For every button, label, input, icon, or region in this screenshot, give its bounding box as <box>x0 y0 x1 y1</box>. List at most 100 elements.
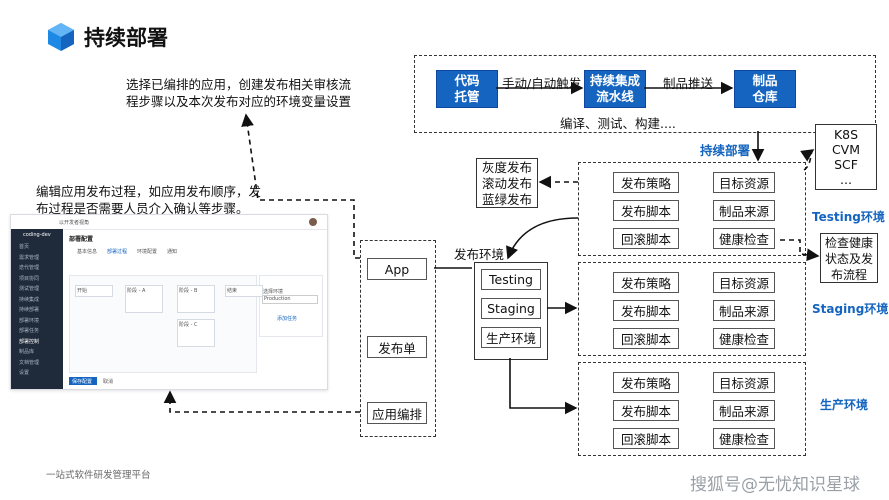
target-scf: SCF <box>834 157 858 172</box>
release-order-node: 发布单 <box>367 336 427 358</box>
screenshot-side-panel <box>259 275 323 337</box>
screenshot-sidebar-item[interactable]: 持续集成 <box>19 296 40 303</box>
artifact-line-1: 制品 <box>752 73 778 88</box>
watermark: 搜狐号@无忧知识星球 <box>690 475 860 495</box>
page-title: 持续部署 <box>84 26 168 50</box>
strategy-rolling: 滚动发布 <box>481 176 532 191</box>
health-line-3: 布流程 <box>830 268 867 282</box>
release-group <box>360 240 436 437</box>
arrow-note-top <box>241 113 360 259</box>
screenshot-sidebar-item[interactable]: 测试管理 <box>19 286 40 292</box>
target-more: ... <box>840 172 852 187</box>
env-title: 发布环境 <box>454 247 505 262</box>
arrow-targets <box>800 149 815 171</box>
app-node: App <box>367 258 427 280</box>
screenshot-tab[interactable]: 部署过程 <box>107 249 128 255</box>
staging-cell-0-0: 发布策略 <box>613 272 679 293</box>
repo-box: 代码托管 <box>436 70 498 108</box>
health-line-2: 状态及发 <box>824 252 873 266</box>
strategy-canary: 灰度发布 <box>481 160 532 175</box>
pipeline-group <box>414 55 876 133</box>
ci-line-2: 流水线 <box>596 89 634 104</box>
screenshot-panel-value: Production <box>264 296 291 302</box>
screenshot-sidebar-item[interactable]: 文档管理 <box>19 359 40 366</box>
screenshot-stage-card[interactable] <box>225 285 263 297</box>
screenshot-stage-label: 开始 <box>77 288 88 294</box>
screenshot-panel-env: 选择环境 <box>263 289 284 295</box>
screenshot-sidebar-item[interactable]: 项目协同 <box>19 275 40 282</box>
testing-group <box>578 162 806 256</box>
screenshot-stage-label: 阶段 - A <box>127 288 146 294</box>
screenshot-sidebar-item[interactable]: 需求管理 <box>19 254 40 261</box>
screenshot-tab[interactable]: 环境配置 <box>137 249 158 255</box>
testing-env-label: Testing环境 <box>812 210 885 224</box>
screenshot-stage-label: 阶段 - B <box>179 288 198 294</box>
screenshot-tab[interactable]: 通知 <box>167 249 178 255</box>
screenshot-stage-card[interactable] <box>177 285 215 313</box>
staging-cell-2-1: 健康检查 <box>713 328 775 349</box>
screenshot-cancel-button[interactable]: 取消 <box>103 379 114 385</box>
arrow-testing <box>506 217 579 260</box>
ci-line-1: 持续集成 <box>589 73 640 88</box>
staging-cell-0-1: 目标资源 <box>713 272 775 293</box>
ci-box: 持续集成流水线 <box>584 70 646 108</box>
targets-box: K8S CVM SCF ... <box>815 124 877 190</box>
cd-label: 持续部署 <box>700 143 751 158</box>
env-production: 生产环境 <box>481 327 541 348</box>
staging-cell-1-0: 发布脚本 <box>613 300 679 321</box>
staging-env-label: Staging环境 <box>812 302 889 316</box>
screenshot-add-task[interactable]: 添加任务 <box>277 316 298 322</box>
testing-cell-0-0: 发布策略 <box>613 172 679 193</box>
screenshot-sidebar-item[interactable]: 持续部署 <box>19 307 40 313</box>
screenshot-stage-label: 阶段 - C <box>179 322 198 328</box>
repo-line-2: 托管 <box>454 89 480 104</box>
strategy-bluegreen: 蓝绿发布 <box>481 192 532 207</box>
note-left-line-1: 编辑应用发布过程，如应用发布顺序，发 <box>36 184 262 199</box>
target-cvm: CVM <box>831 142 861 157</box>
screenshot-project: coding-dev <box>23 232 51 238</box>
testing-cell-1-0: 发布脚本 <box>613 200 679 221</box>
screenshot-panel-select[interactable] <box>262 295 318 304</box>
screenshot-stage-card[interactable] <box>125 285 163 313</box>
staging-group <box>578 262 806 356</box>
screenshot-sidebar-item[interactable]: 部署环境 <box>19 317 40 324</box>
screenshot-sidebar-item[interactable]: 部署任务 <box>19 328 40 334</box>
screenshot-avatar <box>309 218 317 226</box>
screenshot-sidebar-item[interactable]: 设置 <box>19 370 30 376</box>
screenshot-save-button[interactable] <box>69 377 97 385</box>
production-group <box>578 362 806 456</box>
arrow-health <box>780 239 820 262</box>
steps-label: 编译、测试、构建.... <box>560 116 676 131</box>
screenshot-sidebar-item[interactable]: 部署控制 <box>19 338 40 345</box>
artifact-box: 制品仓库 <box>734 70 796 108</box>
screenshot-tab[interactable]: 基本信息 <box>77 249 98 255</box>
arrow-production <box>509 358 578 415</box>
production-env-label: 生产环境 <box>820 398 869 412</box>
testing-cell-2-1: 健康检查 <box>713 228 775 249</box>
screenshot-sidebar-item[interactable]: 迭代管理 <box>19 265 40 271</box>
screenshot-stage-card[interactable] <box>177 319 215 347</box>
note-left-line-2: 布过程是否需要人员介入确认等步骤。 <box>36 201 249 216</box>
env-staging: Staging <box>481 298 541 319</box>
note-top-line-1: 选择已编排的应用，创建发布相关审核流 <box>126 77 352 92</box>
production-cell-0-0: 发布策略 <box>613 372 679 393</box>
cube-icon <box>48 23 74 51</box>
screenshot-stage-card[interactable] <box>75 285 113 297</box>
testing-cell-2-0: 回滚脚本 <box>613 228 679 249</box>
note-top-line-2: 程步骤以及本次发布对应的环境变量设置 <box>126 94 352 109</box>
orchestration-node: 应用编排 <box>367 402 427 424</box>
staging-cell-1-1: 制品来源 <box>713 300 775 321</box>
screenshot-sidebar-item[interactable]: 制品库 <box>19 349 35 355</box>
health-line-1: 检查健康 <box>824 236 873 250</box>
screenshot-topbar <box>11 215 327 230</box>
screenshot-sidebar-item[interactable]: 首页 <box>19 244 30 250</box>
screenshot-stage-label: 结束 <box>227 288 238 294</box>
target-k8s: K8S <box>833 127 859 142</box>
production-cell-2-1: 健康检查 <box>713 428 775 449</box>
artifact-line-2: 仓库 <box>752 89 778 104</box>
screenshot-page-title: 部署配置 <box>69 236 94 243</box>
screenshot-save-label: 保存配置 <box>72 379 93 385</box>
env-testing: Testing <box>481 269 541 290</box>
arrow-note-left <box>163 390 360 413</box>
